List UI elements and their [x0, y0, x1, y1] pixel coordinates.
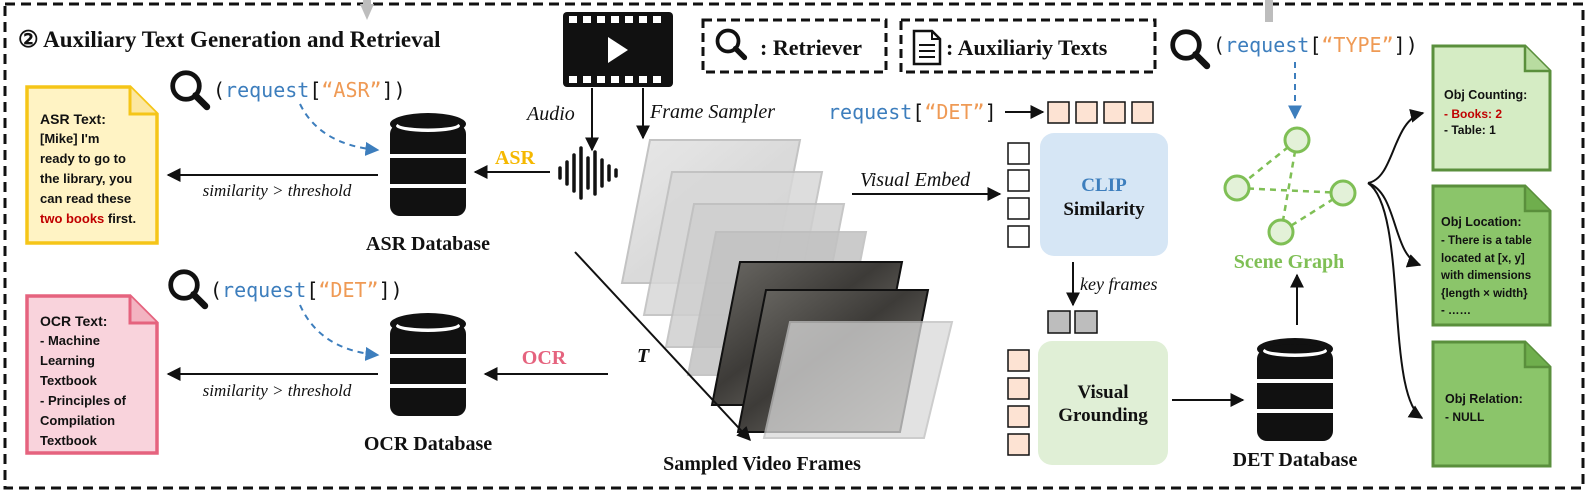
- grounding-token-boxes: [1007, 349, 1030, 456]
- det-database-icon: [1257, 338, 1333, 441]
- video-play-icon: [563, 12, 673, 87]
- frame-sampler-label: Frame Sampler: [649, 101, 775, 123]
- audio-label: Audio: [525, 103, 575, 125]
- ocr-tag: OCR: [522, 347, 567, 369]
- asr-similarity-label: similarity > threshold: [203, 181, 352, 200]
- det-query: request[“DET”]: [828, 100, 997, 124]
- svg-text:Textbook: Textbook: [40, 433, 98, 448]
- search-icon: [1173, 32, 1207, 66]
- asr-text-document: ASR Text: [Mike] I'm ready to go to the …: [25, 85, 159, 245]
- sampled-frames-label: Sampled Video Frames: [663, 453, 861, 475]
- svg-text:- Principles of: - Principles of: [40, 393, 127, 408]
- svg-text:(request[“ASR”]): (request[“ASR”]): [213, 78, 406, 102]
- time-axis-arrow: [574, 251, 751, 442]
- svg-text:Textbook: Textbook: [40, 373, 98, 388]
- visual-grounding-box: Visual Grounding: [1038, 341, 1168, 465]
- scene-graph-label: Scene Graph: [1234, 251, 1345, 273]
- svg-text:Obj Counting:: Obj Counting:: [1444, 88, 1527, 102]
- svg-text:[Mike] I'm: [Mike] I'm: [40, 131, 99, 146]
- svg-text:Learning: Learning: [40, 353, 95, 368]
- svg-text:Obj Relation:: Obj Relation:: [1445, 392, 1523, 406]
- asr-retrieve-dashed-arrow: [299, 103, 380, 156]
- key-frame-boxes: [1047, 310, 1098, 334]
- svg-text:Compilation: Compilation: [40, 413, 115, 428]
- svg-text:Obj Location:: Obj Location:: [1441, 215, 1522, 229]
- document-icon: [912, 29, 942, 66]
- svg-text:- Books: 2: - Books: 2: [1444, 107, 1502, 121]
- svg-text:- Table: 1: - Table: 1: [1444, 123, 1496, 137]
- svg-text:can read these: can read these: [40, 191, 131, 206]
- search-icon: [171, 272, 205, 306]
- svg-text:(request[“TYPE”]): (request[“TYPE”]): [1213, 33, 1418, 57]
- svg-text:the library, you: the library, you: [40, 171, 132, 186]
- key-frames-label: key frames: [1080, 274, 1157, 294]
- scene-graph-fanout-arrows: [1367, 108, 1425, 419]
- svg-text:located at [x, y]: located at [x, y]: [1441, 253, 1525, 265]
- clip-similarity-box: CLIP Similarity: [1040, 133, 1168, 256]
- svg-text:: Retriever: : Retriever: [760, 35, 862, 60]
- svg-text:- ……: - ……: [1441, 305, 1471, 317]
- svg-text:OCR Text:: OCR Text:: [40, 313, 107, 329]
- result-doc-location: Obj Location: - There is a table located…: [1431, 184, 1552, 327]
- search-icon: [173, 73, 207, 107]
- result-doc-relation: Obj Relation: - NULL: [1431, 340, 1552, 468]
- svg-text:- NULL: - NULL: [1445, 410, 1484, 424]
- ocr-database-icon: [390, 313, 466, 416]
- svg-text:(request[“DET”]): (request[“DET”]): [210, 278, 403, 302]
- svg-text:CLIP: CLIP: [1081, 175, 1127, 196]
- asr-database-icon: [390, 113, 466, 216]
- frame-token-boxes: [1007, 142, 1030, 248]
- svg-text:two books first.: two books first.: [40, 211, 136, 226]
- scene-graph-icon: [1223, 126, 1357, 246]
- det-database-label: DET Database: [1233, 449, 1358, 471]
- type-query: (request[“TYPE”]): [1173, 32, 1418, 66]
- asr-database-label: ASR Database: [366, 233, 490, 255]
- legend-retriever: : Retriever: [701, 18, 888, 74]
- time-axis-label: T: [637, 345, 650, 367]
- svg-text:Visual: Visual: [1077, 382, 1128, 403]
- svg-text:- There is a table: - There is a table: [1441, 235, 1532, 247]
- section-border: [3, 2, 1585, 490]
- ocr-query: (request[“DET”]): [171, 272, 403, 306]
- ocr-text-document: OCR Text: - Machine Learning Textbook - …: [25, 294, 159, 455]
- ocr-retrieve-dashed-arrow: [299, 304, 380, 361]
- ocr-similarity-label: similarity > threshold: [203, 381, 352, 400]
- svg-text:{length × width}: {length × width}: [1441, 288, 1528, 300]
- svg-text:Similarity: Similarity: [1063, 199, 1145, 220]
- svg-text:Grounding: Grounding: [1058, 405, 1148, 426]
- incoming-arrow-right: [1265, 0, 1273, 22]
- sampled-video-frames: [620, 139, 954, 439]
- visual-embed-label: Visual Embed: [860, 169, 971, 191]
- svg-text:: Auxiliariy Texts: : Auxiliariy Texts: [946, 35, 1108, 60]
- audio-wave-icon: [558, 146, 618, 200]
- svg-text:ready to go to: ready to go to: [40, 151, 126, 166]
- asr-query: (request[“ASR”]): [173, 73, 406, 107]
- svg-text:- Machine: - Machine: [40, 333, 100, 348]
- legend-aux-texts: : Auxiliariy Texts: [899, 18, 1157, 74]
- svg-text:with dimensions: with dimensions: [1440, 270, 1531, 282]
- svg-text:ASR Text:: ASR Text:: [40, 111, 106, 127]
- asr-tag: ASR: [495, 147, 536, 169]
- result-doc-counting: Obj Counting: - Books: 2 - Table: 1: [1431, 44, 1552, 172]
- section-title: ② Auxiliary Text Generation and Retrieva…: [18, 27, 440, 52]
- ocr-database-label: OCR Database: [364, 433, 492, 455]
- query-token-boxes: [1047, 101, 1154, 124]
